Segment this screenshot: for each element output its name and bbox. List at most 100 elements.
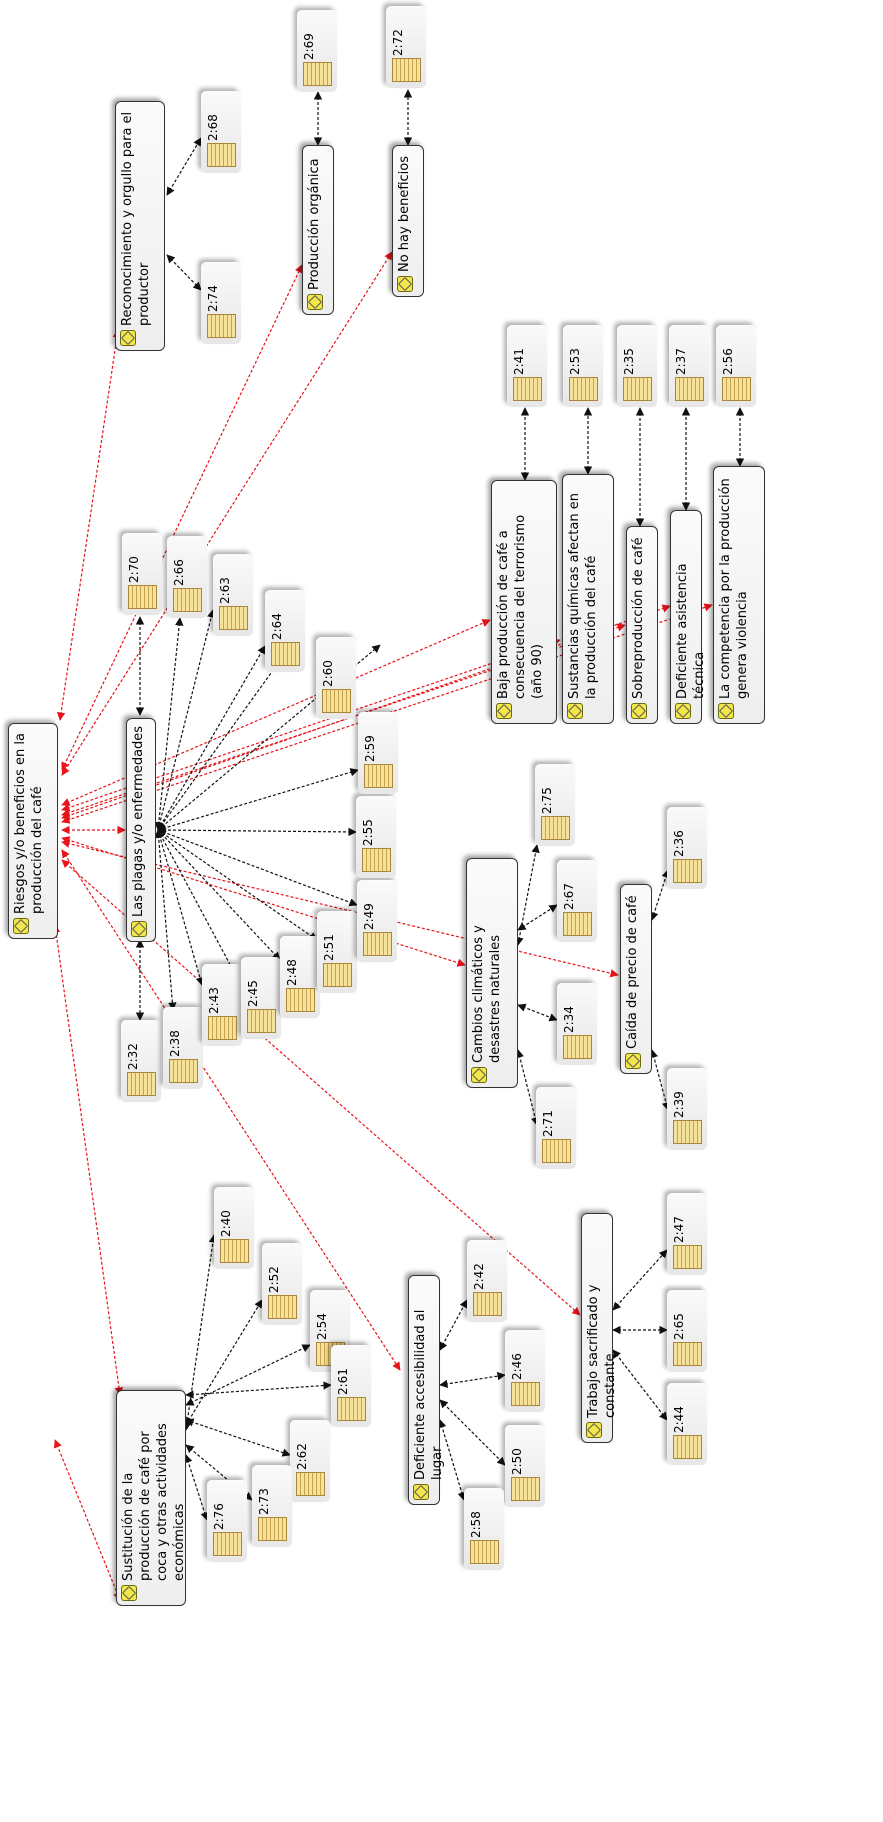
quote-node[interactable]: 2:51 (317, 911, 357, 993)
quote-node[interactable]: 2:34 (557, 983, 597, 1065)
code-node-riesgos[interactable]: Riesgos y/o beneficios en la producción … (8, 723, 58, 939)
code-icon (675, 703, 691, 719)
quote-node[interactable]: 2:42 (467, 1240, 507, 1322)
quote-node[interactable]: 2:67 (557, 860, 597, 942)
code-node-sobreproduccion[interactable]: Sobreproducción de café (626, 526, 658, 724)
code-icon (307, 294, 323, 310)
quote-id: 2:37 (674, 348, 688, 375)
code-node-baja[interactable]: Baja producción de café a consecuencia d… (491, 480, 557, 724)
code-node-organica[interactable]: Producción orgánica (302, 145, 334, 315)
quote-node[interactable]: 2:62 (290, 1420, 330, 1502)
quote-node[interactable]: 2:58 (464, 1488, 504, 1570)
document-icon (268, 1295, 297, 1319)
quote-node[interactable]: 2:75 (535, 764, 575, 846)
quote-node[interactable]: 2:76 (207, 1480, 247, 1562)
code-label: Riesgos y/o beneficios en la producción … (13, 733, 45, 914)
code-label: Caída de precio de café (625, 895, 640, 1049)
code-node-trabajo[interactable]: Trabajo sacrificado y constante (581, 1213, 618, 1443)
document-icon (569, 377, 598, 401)
document-icon (673, 1120, 702, 1144)
quote-node[interactable]: 2:36 (667, 807, 707, 889)
quote-node[interactable]: 2:40 (214, 1187, 254, 1269)
code-icon (13, 918, 29, 934)
quote-node[interactable]: 2:47 (667, 1193, 707, 1275)
quote-node[interactable]: 2:63 (213, 554, 253, 636)
quote-node[interactable]: 2:53 (563, 325, 603, 407)
code-node-sustitucion[interactable]: Sustitución de la producción de café por… (116, 1390, 187, 1606)
quote-id: 2:66 (172, 559, 186, 586)
quote-node[interactable]: 2:69 (297, 10, 337, 92)
quote-node[interactable]: 2:68 (201, 91, 241, 173)
quote-node[interactable]: 2:64 (265, 590, 305, 672)
quote-node[interactable]: 2:32 (121, 1020, 161, 1102)
quote-id: 2:44 (672, 1406, 686, 1433)
relation-link (61, 251, 393, 776)
code-label: Deficiente accesibilidad al lugar (413, 1309, 445, 1480)
quote-id: 2:61 (336, 1368, 350, 1395)
code-node-reconocimiento[interactable]: Reconocimiento y orgullo para el product… (115, 101, 165, 351)
code-icon (121, 1585, 137, 1601)
code-node-plagas[interactable]: Las plagas y/o enfermedades (126, 718, 156, 942)
quote-id: 2:50 (510, 1448, 524, 1475)
document-icon (323, 963, 352, 987)
quote-id: 2:63 (218, 577, 232, 604)
quote-id: 2:67 (562, 883, 576, 910)
quote-link (184, 1454, 209, 1521)
quote-node[interactable]: 2:43 (202, 964, 242, 1046)
code-node-competencia[interactable]: La competencia por la producción genera … (713, 466, 765, 724)
code-node-nohay[interactable]: No hay beneficios (392, 145, 424, 297)
document-icon (173, 588, 202, 612)
document-icon (296, 1472, 325, 1496)
quote-node[interactable]: 2:66 (167, 536, 207, 618)
quote-id: 2:32 (126, 1043, 140, 1070)
code-node-sustancias[interactable]: Sustancias químicas afectan en la produc… (562, 474, 614, 724)
quote-node[interactable]: 2:49 (357, 880, 397, 962)
quote-node[interactable]: 2:38 (163, 1007, 203, 1089)
quote-id: 2:36 (672, 830, 686, 857)
code-icon (586, 1422, 602, 1438)
quote-node[interactable]: 2:52 (262, 1243, 302, 1325)
document-icon (213, 1532, 242, 1556)
quote-id: 2:76 (212, 1503, 226, 1530)
code-node-deficiente-asistencia[interactable]: Deficiente asistencia técnica (670, 510, 707, 724)
quote-node[interactable]: 2:41 (507, 325, 547, 407)
document-icon (513, 377, 542, 401)
quote-id: 2:51 (322, 934, 336, 961)
code-node-accesibilidad[interactable]: Deficiente accesibilidad al lugar (408, 1275, 445, 1505)
quote-id: 2:69 (302, 33, 316, 60)
quote-node[interactable]: 2:50 (505, 1425, 545, 1507)
quote-node[interactable]: 2:37 (669, 325, 709, 407)
quote-node[interactable]: 2:46 (505, 1330, 545, 1412)
quote-node[interactable]: 2:70 (122, 533, 162, 615)
code-node-cambios[interactable]: Cambios climáticos y desastres naturales (466, 858, 518, 1088)
quote-node[interactable]: 2:74 (201, 262, 241, 344)
quote-node[interactable]: 2:56 (716, 325, 756, 407)
quote-node[interactable]: 2:48 (280, 936, 320, 1018)
quote-node[interactable]: 2:60 (316, 637, 356, 719)
quote-node[interactable]: 2:71 (536, 1087, 576, 1169)
quote-node[interactable]: 2:35 (617, 325, 657, 407)
quote-id: 2:56 (721, 348, 735, 375)
document-icon (219, 606, 248, 630)
quote-node[interactable]: 2:72 (386, 6, 426, 88)
quote-node[interactable]: 2:73 (252, 1465, 292, 1547)
document-icon (322, 689, 351, 713)
quote-node[interactable]: 2:39 (667, 1068, 707, 1150)
quote-link (185, 1381, 332, 1399)
document-icon (563, 1035, 592, 1059)
quote-node[interactable]: 2:65 (667, 1290, 707, 1372)
quote-node[interactable]: 2:44 (667, 1383, 707, 1465)
document-icon (337, 1397, 366, 1421)
document-icon (673, 1435, 702, 1459)
quote-id: 2:65 (672, 1313, 686, 1340)
quote-link (649, 1049, 671, 1111)
quote-id: 2:42 (472, 1263, 486, 1290)
quote-node[interactable]: 2:55 (356, 796, 396, 878)
quote-node[interactable]: 2:61 (331, 1345, 371, 1427)
quote-node[interactable]: 2:45 (241, 957, 281, 1039)
quote-node[interactable]: 2:59 (358, 712, 398, 794)
quote-link (439, 1399, 506, 1466)
code-label: Sustitución de la producción de café por… (121, 1423, 187, 1581)
code-icon (625, 1053, 641, 1069)
code-node-caida[interactable]: Caída de precio de café (620, 884, 652, 1074)
